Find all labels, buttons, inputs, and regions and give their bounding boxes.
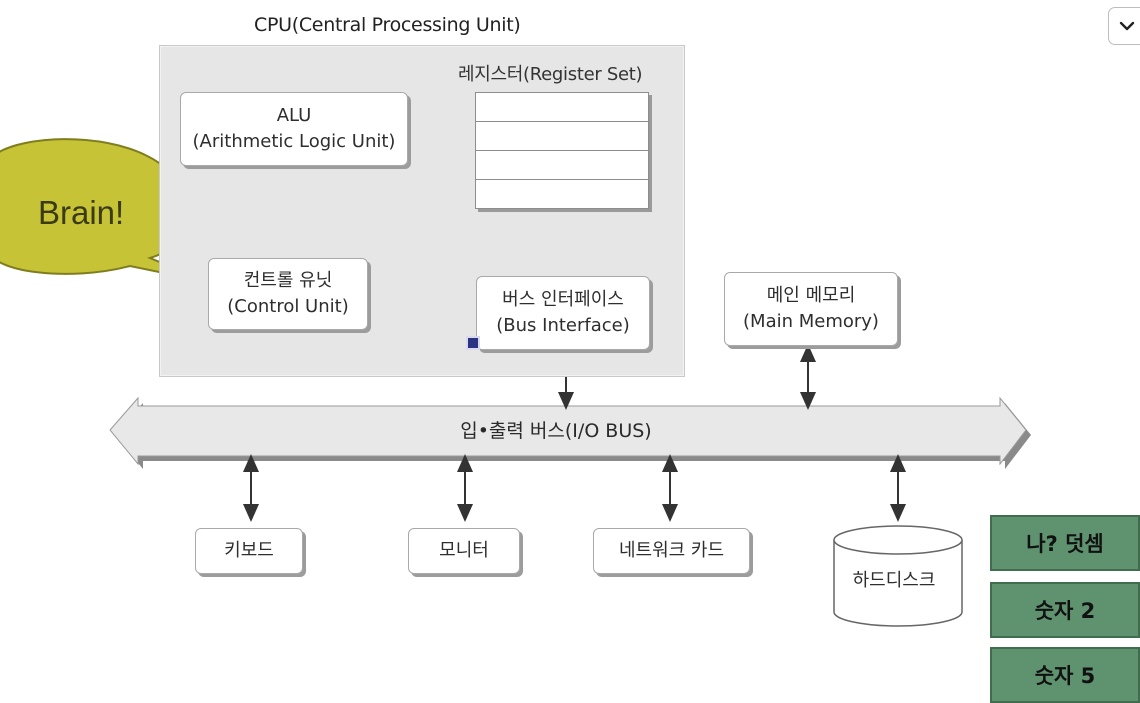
io-bus-arrow [109, 396, 1031, 469]
main-memory-label: 메인 메모리 [766, 285, 856, 306]
control-unit-sublabel: (Control Unit) [227, 296, 349, 317]
alu-box: ALU (Arithmetic Logic Unit) [180, 92, 408, 166]
chevron-down-icon [1119, 21, 1135, 31]
add-button[interactable]: 나? 덧셈 [990, 515, 1140, 571]
brain-callout-text: Brain! [38, 194, 124, 231]
hard-disk-label: 하드디스크 [853, 570, 936, 591]
main-memory-sublabel: (Main Memory) [743, 311, 879, 332]
alu-sublabel: (Arithmetic Logic Unit) [192, 131, 396, 152]
register-set [475, 92, 649, 209]
number-5-button[interactable]: 숫자 5 [990, 647, 1140, 703]
keyboard-box: 키보드 [195, 528, 303, 574]
network-card-label: 네트워크 카드 [618, 540, 725, 561]
alu-label: ALU [276, 105, 312, 126]
monitor-label: 모니터 [439, 540, 489, 561]
register-slot [475, 121, 649, 151]
keyboard-label: 키보드 [224, 540, 274, 561]
io-bus-label: 입•출력 버스(I/O BUS) [460, 420, 651, 442]
hard-disk-icon [833, 525, 963, 627]
dropdown-toggle[interactable] [1108, 7, 1140, 45]
cpu-title: CPU(Central Processing Unit) [254, 14, 521, 36]
main-memory-box: 메인 메모리 (Main Memory) [724, 272, 898, 346]
network-card-box: 네트워크 카드 [593, 528, 750, 574]
bus-interface-label: 버스 인터페이스 [502, 289, 624, 310]
register-slot [475, 92, 649, 122]
cursor-marker [466, 336, 480, 350]
bus-interface-sublabel: (Bus Interface) [496, 315, 630, 336]
number-2-button[interactable]: 숫자 2 [990, 582, 1140, 638]
register-set-title: 레지스터(Register Set) [458, 64, 643, 85]
control-unit-box: 컨트롤 유닛 (Control Unit) [208, 258, 368, 330]
monitor-box: 모니터 [408, 528, 520, 574]
bus-interface-box: 버스 인터페이스 (Bus Interface) [476, 276, 650, 350]
register-slot [475, 179, 649, 209]
register-slot [475, 150, 649, 180]
control-unit-label: 컨트롤 유닛 [243, 270, 333, 291]
